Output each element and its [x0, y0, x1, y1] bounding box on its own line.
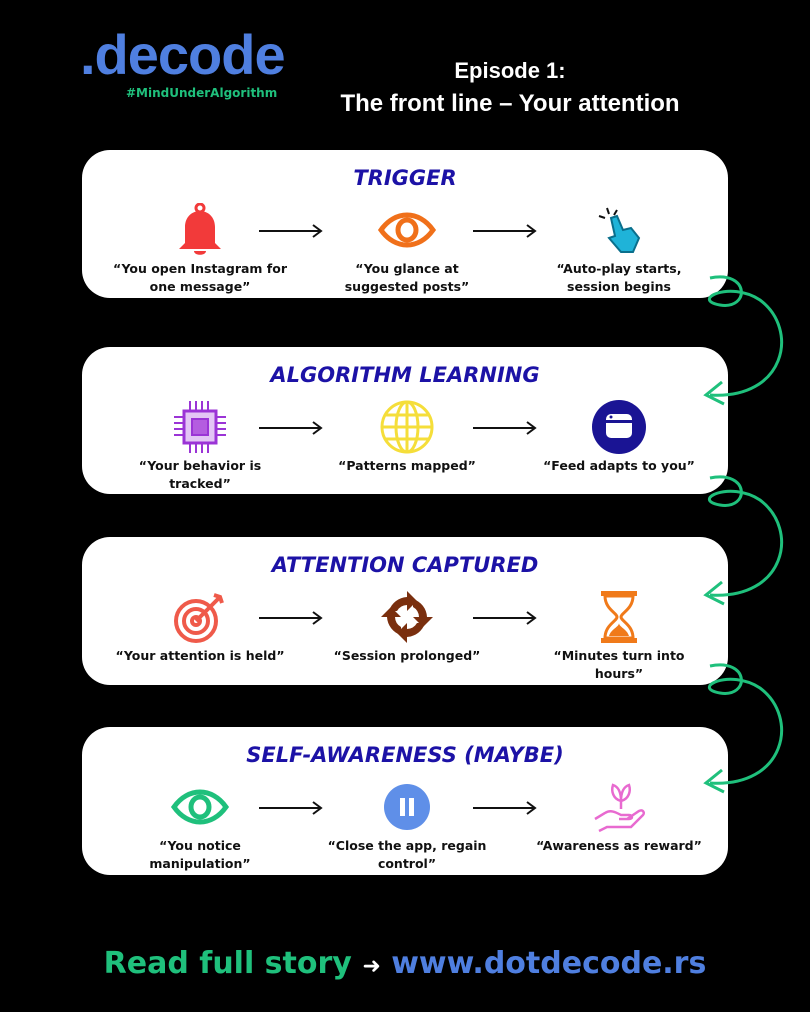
- stage-card: SELF-AWARENESS (MAYBE) “You notice manipu…: [82, 727, 728, 875]
- step: “Session prolonged”: [317, 589, 497, 665]
- arrow-right-icon: [473, 224, 537, 238]
- curl-arrow-icon: [703, 663, 783, 794]
- stage-title: ALGORITHM LEARNING: [270, 363, 540, 387]
- stage-card: ALGORITHM LEARNING “Your behavior is trac…: [82, 347, 728, 494]
- step-text: “Patterns mapped”: [338, 458, 476, 473]
- step: “Close the app, regain control”: [317, 779, 497, 873]
- chip-icon: [110, 399, 290, 455]
- step: “Minutes turn into hours”: [529, 589, 709, 683]
- logo: .decode #MindUnderAlgorithm: [80, 23, 290, 101]
- step-text: “Minutes turn into hours”: [553, 648, 685, 681]
- arrow-right-icon: [473, 801, 537, 815]
- stage-title: TRIGGER: [353, 166, 457, 190]
- episode-title: The front line – Your attention: [340, 90, 680, 117]
- eye-icon: [110, 779, 290, 835]
- step: “Awareness as reward”: [529, 779, 709, 855]
- step: “Auto-play starts, session begins: [529, 202, 709, 296]
- tap-hand-icon: [529, 202, 709, 258]
- step-text: “Session prolonged”: [333, 648, 481, 663]
- step: “Your attention is held”: [110, 589, 290, 665]
- bell-icon: [110, 202, 290, 258]
- step-text: “You open Instagram for one message”: [113, 261, 287, 294]
- growth-hand-icon: [529, 779, 709, 835]
- stage-steps: “Your attention is held” “Session prolong…: [82, 589, 728, 681]
- step: “Patterns mapped”: [317, 399, 497, 475]
- step: “Feed adapts to you”: [529, 399, 709, 475]
- arrow-right-icon: [259, 421, 323, 435]
- stage-card: TRIGGER “You open Instagram for one messa…: [82, 150, 728, 298]
- stage-steps: “You open Instagram for one message” “You…: [82, 202, 728, 294]
- arrow-right-icon: [259, 801, 323, 815]
- step-text: “Feed adapts to you”: [543, 458, 695, 473]
- pause-icon: [317, 779, 497, 835]
- stage-title: SELF-AWARENESS (MAYBE): [246, 743, 564, 767]
- arrow-right-icon: [259, 611, 323, 625]
- step-text: “Auto-play starts, session begins: [556, 261, 682, 294]
- logo-tagline: #MindUnderAlgorithm: [126, 86, 278, 100]
- step: “You notice manipulation”: [110, 779, 290, 873]
- stage-card: ATTENTION CAPTURED “Your attention is hel…: [82, 537, 728, 685]
- stage-title: ATTENTION CAPTURED: [271, 553, 539, 577]
- footer-lead: Read full story: [103, 946, 352, 981]
- step-text: “You notice manipulation”: [149, 838, 251, 871]
- eye-icon: [317, 202, 497, 258]
- website-link[interactable]: www.dotdecode.rs: [391, 946, 707, 981]
- step-text: “Your attention is held”: [115, 648, 285, 663]
- arrow-right-icon: [473, 421, 537, 435]
- cycle-icon: [317, 589, 497, 645]
- step-text: “Close the app, regain control”: [327, 838, 487, 871]
- stage-steps: “Your behavior is tracked” “Patterns mapp…: [82, 399, 728, 491]
- globe-icon: [317, 399, 497, 455]
- step-text: “Awareness as reward”: [536, 838, 702, 853]
- feed-icon: [529, 399, 709, 455]
- arrow-right-icon: [259, 224, 323, 238]
- stage-steps: “You notice manipulation” “Close the app,…: [82, 779, 728, 871]
- step-text: “Your behavior is tracked”: [138, 458, 262, 491]
- episode-heading: Episode 1: The front line – Your attenti…: [310, 58, 710, 118]
- footer-link[interactable]: Read full story ➜ www.dotdecode.rs: [0, 946, 810, 981]
- step: “You open Instagram for one message”: [110, 202, 290, 296]
- logo-text: .decode: [80, 23, 286, 86]
- hourglass-icon: [529, 589, 709, 645]
- target-icon: [110, 589, 290, 645]
- step: “Your behavior is tracked”: [110, 399, 290, 493]
- arrow-right-icon: [473, 611, 537, 625]
- episode-number: Episode 1:: [454, 58, 566, 83]
- step-text: “You glance at suggested posts”: [344, 261, 470, 294]
- curl-arrow-icon: [703, 275, 783, 406]
- curl-arrow-icon: [703, 475, 783, 606]
- arrow-right-icon: ➜: [362, 954, 381, 979]
- step: “You glance at suggested posts”: [317, 202, 497, 296]
